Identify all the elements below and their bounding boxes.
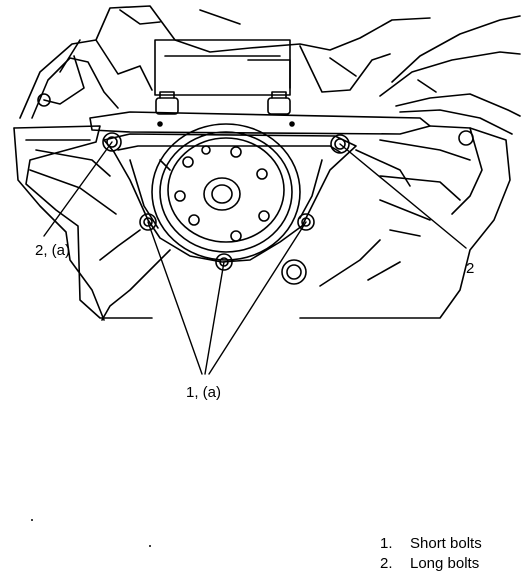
leader-bottom-to-right-bolt	[208, 221, 307, 375]
hand-illustration	[379, 15, 521, 135]
leader-right-upper	[339, 143, 467, 249]
legend-item-number: 1.	[380, 535, 393, 552]
leader-bottom-to-center-bolt	[204, 261, 225, 375]
bolt-upper-left	[102, 132, 122, 152]
top-bolt-heads	[155, 91, 291, 115]
bolt-lower-left	[139, 213, 157, 231]
legend: 1. Short bolts 2. Long bolts	[380, 534, 482, 574]
legend-item: 1. Short bolts	[380, 534, 482, 554]
leader-bottom-to-left-bolt	[147, 221, 203, 375]
legend-item: 2. Long bolts	[380, 554, 482, 574]
engine-block-upper	[19, 5, 431, 119]
engine-block-lower	[13, 125, 511, 321]
callout-leader-lines	[43, 141, 467, 375]
legend-item-text: Long bolts	[410, 555, 480, 572]
oil-seal-disc	[151, 123, 301, 261]
callout-label-right-upper: 2	[466, 260, 475, 277]
drain-plug	[281, 259, 307, 285]
callout-label-left-upper: 2, (a)	[35, 242, 71, 259]
oil-seal-housing	[103, 133, 357, 263]
leader-left-upper	[43, 141, 113, 237]
legend-item-number: 2.	[380, 555, 393, 572]
callout-label-bottom: 1, (a)	[186, 384, 222, 401]
bolt-upper-right	[330, 134, 350, 154]
legend-item-text: Short bolts	[410, 535, 482, 552]
bolt-lower-right	[297, 213, 315, 231]
